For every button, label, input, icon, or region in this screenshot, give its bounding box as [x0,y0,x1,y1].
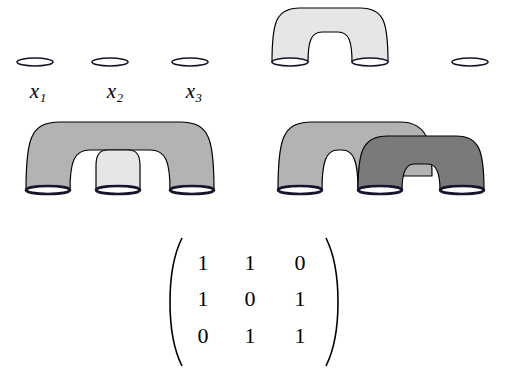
matrix-entry: 1 [198,288,209,310]
matrix-entry: 1 [295,325,306,347]
boundary-circle [92,58,128,66]
matrix-entry: 0 [198,325,209,347]
boundary-circle [358,186,402,194]
circle-label: x₁ [30,81,47,102]
matrix-entry: 1 [245,252,256,274]
matrix-bracket [326,238,338,366]
matrix-entry: 1 [295,288,306,310]
boundary-circle [352,58,388,66]
circle-label: x₂ [107,81,124,102]
boundary-circle [272,58,308,66]
boundary-circle [170,186,214,194]
circle-label: x₃ [186,81,203,102]
boundary-circle [278,186,322,194]
arch-surface [26,122,214,190]
boundary-circle [96,186,140,194]
pants-surface [272,8,388,62]
matrix-bracket [170,238,182,366]
tube-surface [96,150,140,190]
boundary-circle [452,58,488,66]
matrix-entry: 0 [245,288,256,310]
boundary-circle [172,58,208,66]
matrix-entry: 0 [295,252,306,274]
matrix-entry: 1 [198,252,209,274]
boundary-circle [440,186,484,194]
arch-surface [358,136,484,190]
boundary-circle [17,58,53,66]
matrix-entry: 1 [245,325,256,347]
boundary-circle [26,186,70,194]
